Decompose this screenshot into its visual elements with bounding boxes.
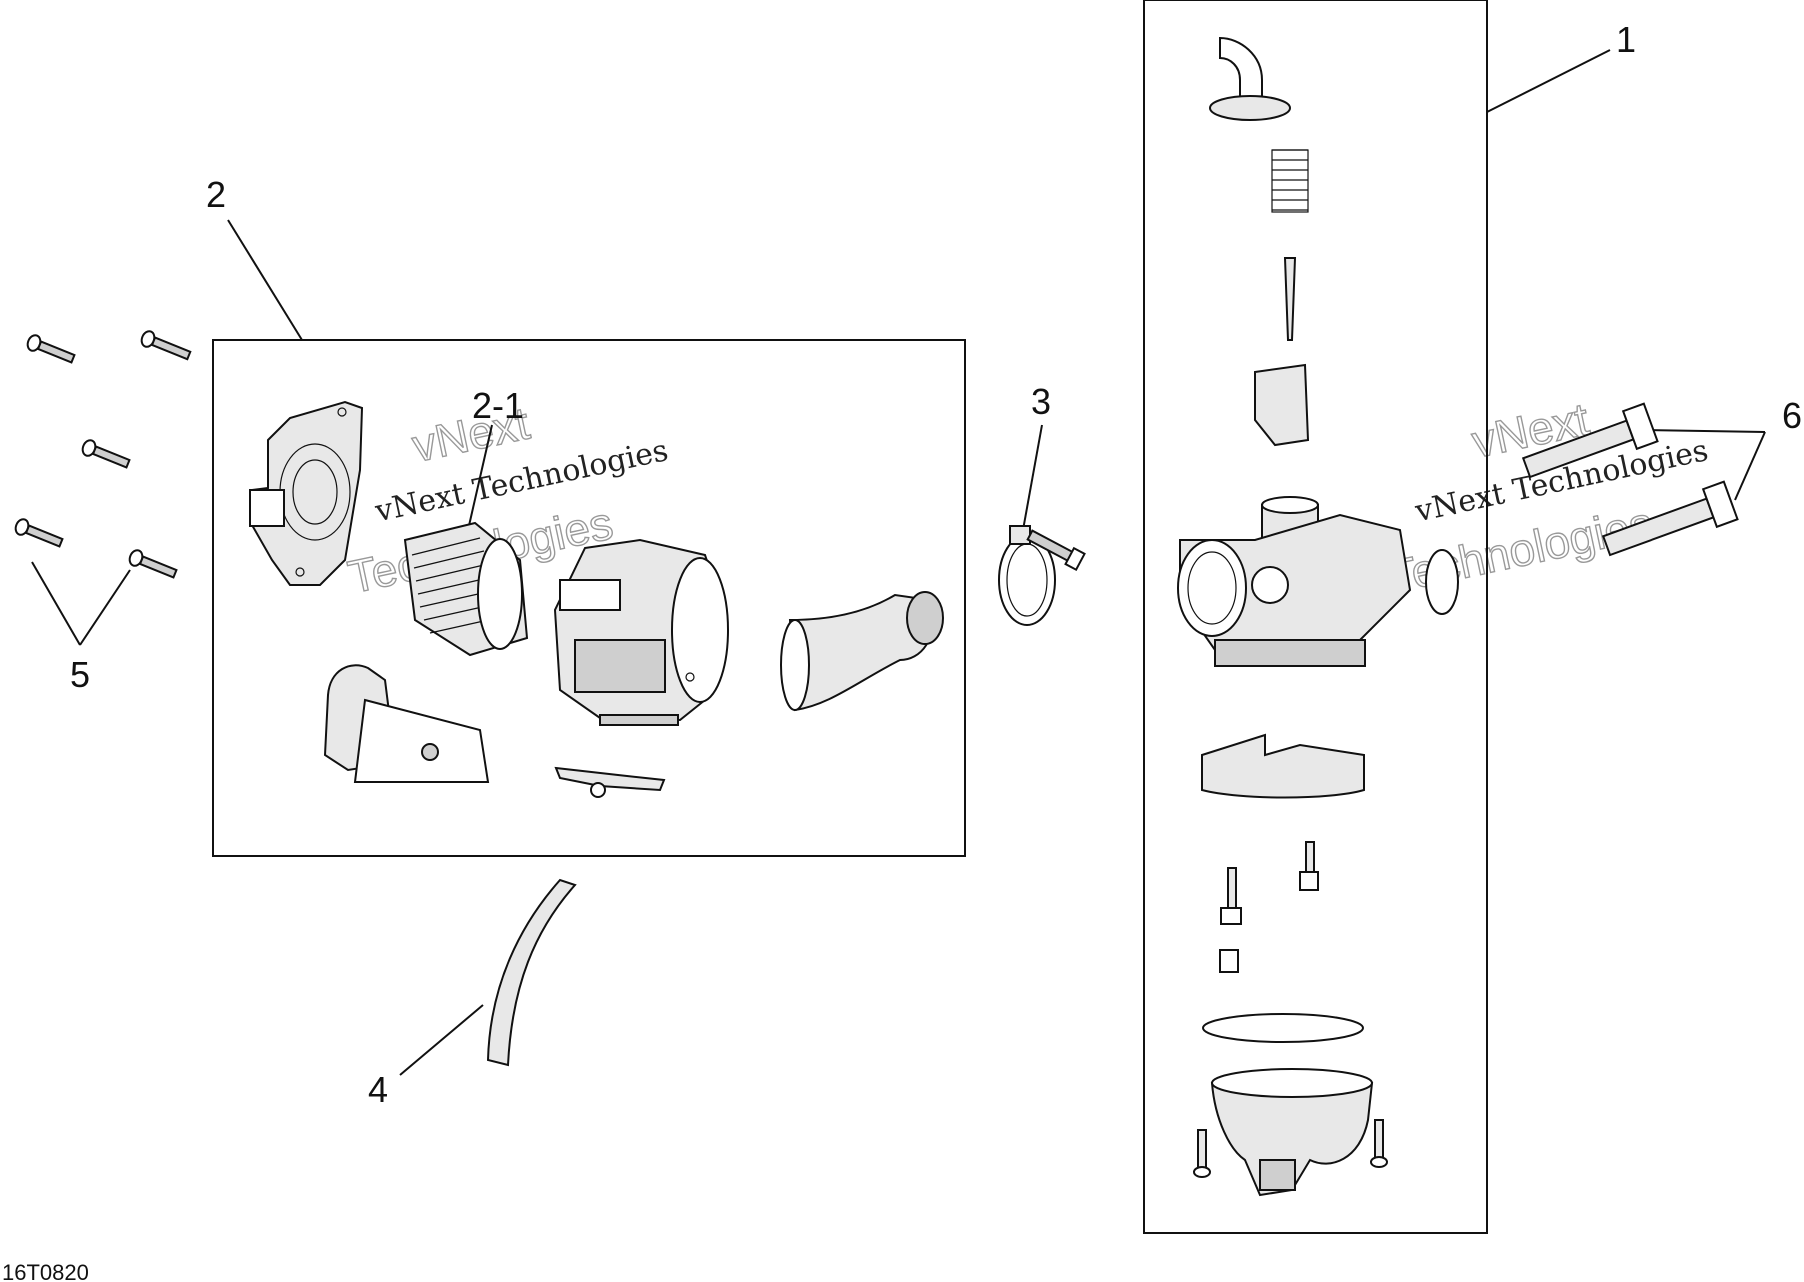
carb-spring — [1271, 149, 1309, 213]
screw-5-1 — [26, 334, 76, 364]
bolt-6-2 — [1601, 480, 1739, 557]
carb-o-ring-small — [1425, 549, 1459, 615]
screw-5-4 — [14, 518, 64, 548]
watermark-right: vNext vNext Technologies Technologies — [1383, 392, 1711, 604]
screw-5-2 — [140, 330, 192, 361]
carb-pilot-jet — [1220, 867, 1242, 925]
leader-5a — [31, 561, 81, 646]
screws-5 — [14, 330, 192, 579]
callout-6: 6 — [1782, 395, 1802, 436]
carb-jet-plug — [1219, 949, 1239, 973]
carb-body — [1177, 496, 1412, 667]
leader-6a — [1641, 429, 1766, 433]
leader-3 — [1022, 424, 1043, 531]
callout-1: 1 — [1616, 19, 1636, 60]
leader-1 — [1486, 49, 1611, 113]
hose-4 — [486, 878, 577, 1067]
screw-5-3 — [81, 439, 131, 469]
callout-2-1: 2-1 — [472, 385, 524, 426]
carburetor-assembly-frame — [1143, 0, 1488, 1234]
callout-4: 4 — [368, 1069, 388, 1110]
leader-2 — [227, 219, 303, 341]
carb-throttle-slide — [1254, 363, 1310, 447]
leader-5b — [79, 569, 131, 646]
drain-tube — [323, 664, 490, 783]
airbox-cover — [249, 400, 364, 586]
airbox-assembly-frame — [212, 339, 966, 857]
intake-boot — [780, 591, 944, 712]
carb-float-bowl — [1210, 1068, 1374, 1197]
leader-4 — [399, 1004, 484, 1076]
hose-clamp-3 — [998, 525, 1086, 626]
callout-2: 2 — [206, 174, 226, 215]
carb-top-cap — [1209, 36, 1291, 121]
airbox-housing — [553, 538, 729, 726]
figure-code: 16T0820 — [2, 1260, 89, 1282]
bolt-6-1 — [1521, 402, 1659, 479]
carb-float — [1201, 733, 1365, 799]
carb-jet-needle — [1283, 257, 1297, 341]
leader-6b — [1734, 431, 1766, 501]
carb-main-jet — [1299, 841, 1319, 891]
carb-bowl-screw-left — [1193, 1129, 1211, 1178]
carb-bowl-screw-right — [1370, 1119, 1388, 1168]
leader-2-1 — [467, 424, 493, 531]
carb-float-bowl-gasket — [1202, 1013, 1364, 1043]
clip-fastener — [554, 766, 666, 798]
callout-3: 3 — [1031, 381, 1051, 422]
callout-5: 5 — [70, 654, 90, 695]
air-filter-2-1 — [403, 521, 529, 657]
screw-5-5 — [128, 549, 178, 579]
